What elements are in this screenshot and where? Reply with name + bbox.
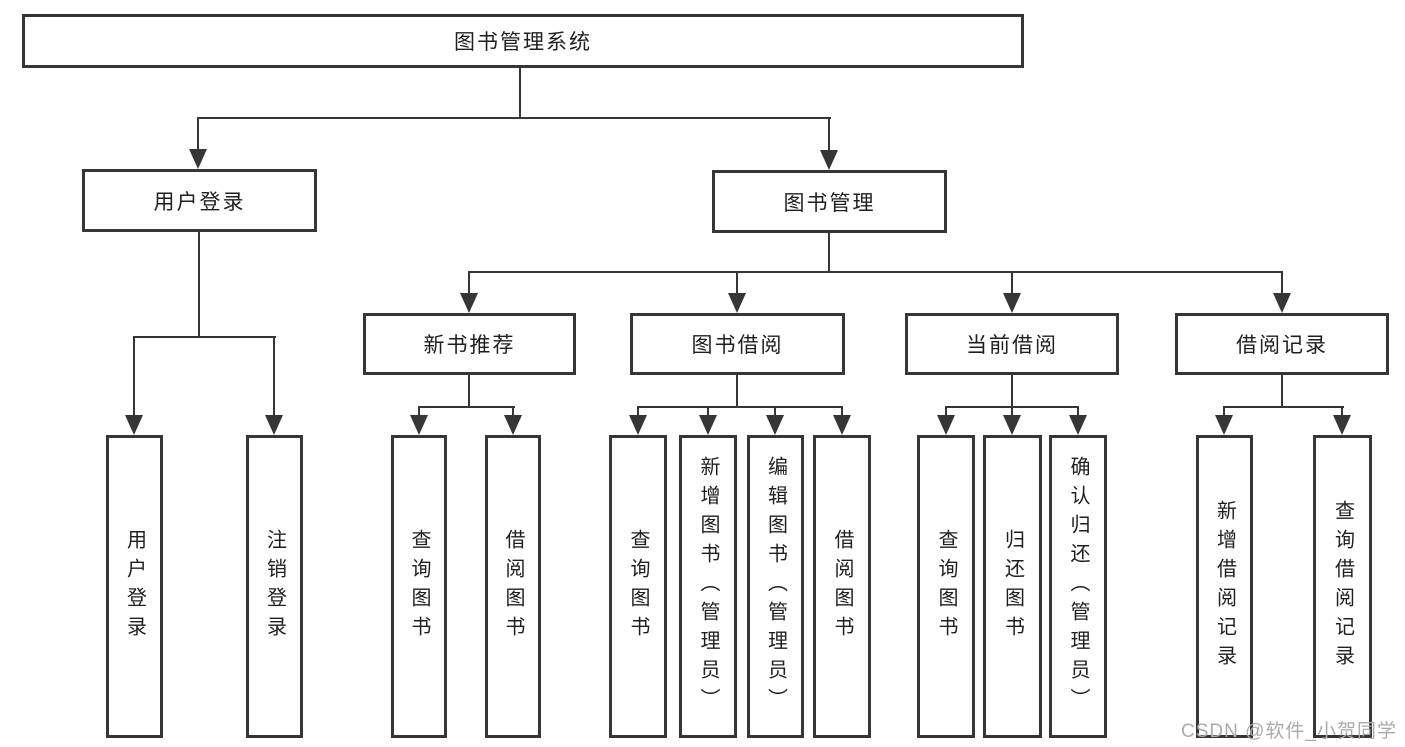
connector-line [736, 271, 738, 295]
leaf-br-add-record-label: 新增借阅记录 [1213, 499, 1236, 674]
connector-line [1077, 406, 1079, 417]
connector-line [468, 375, 470, 407]
node-borrow-record: 借阅记录 [1175, 313, 1389, 375]
connector-line [133, 336, 135, 417]
connector-line [273, 336, 275, 417]
leaf-nb-borrow-book: 借阅图书 [485, 435, 541, 738]
leaf-cb-confirm-return-admin: 确认归还（管理员） [1049, 435, 1107, 738]
leaf-bb-add-book-admin-label: 新增图书（管理员） [697, 456, 719, 717]
connector-line [1281, 375, 1283, 407]
leaf-cb-query-book: 查询图书 [917, 435, 975, 738]
leaf-nb-query-book-label: 查询图书 [408, 528, 430, 645]
arrowhead-down-icon [820, 150, 838, 170]
leaf-bb-add-book-admin: 新增图书（管理员） [679, 435, 737, 738]
connector-line [468, 271, 470, 295]
leaf-bb-query-book: 查询图书 [609, 435, 667, 738]
arrowhead-down-icon [699, 415, 717, 435]
connector-line [512, 406, 514, 417]
arrowhead-down-icon [1003, 293, 1021, 313]
arrowhead-down-icon [937, 415, 955, 435]
connector-line [828, 117, 830, 152]
leaf-bb-edit-book-admin: 编辑图书（管理员） [747, 435, 804, 738]
arrowhead-down-icon [410, 415, 428, 435]
connector-line [418, 406, 515, 408]
leaf-logout: 注销登录 [246, 435, 303, 738]
connector-line [774, 406, 776, 417]
leaf-bb-borrow-book: 借阅图书 [813, 435, 871, 738]
node-root-label: 图书管理系统 [454, 31, 592, 54]
node-book-borrow-label: 图书借阅 [691, 334, 784, 357]
node-book-management: 图书管理 [712, 170, 947, 233]
arrowhead-down-icon [766, 415, 784, 435]
connector-line [468, 271, 1283, 273]
arrowhead-down-icon [460, 293, 478, 313]
leaf-bb-edit-book-admin-label: 编辑图书（管理员） [764, 456, 787, 717]
node-borrow-record-label: 借阅记录 [1236, 334, 1328, 357]
arrowhead-down-icon [265, 415, 283, 435]
node-book-borrow: 图书借阅 [630, 313, 845, 375]
connector-line [1011, 271, 1013, 295]
node-new-book-recommend: 新书推荐 [363, 313, 576, 375]
leaf-bb-query-book-label: 查询图书 [627, 528, 649, 645]
leaf-nb-query-book: 查询图书 [391, 435, 447, 738]
leaf-logout-label: 注销登录 [263, 528, 286, 645]
arrowhead-down-icon [1215, 415, 1233, 435]
connector-line [841, 406, 843, 417]
leaf-cb-return-book: 归还图书 [983, 435, 1042, 738]
connector-line [519, 68, 521, 119]
leaf-bb-borrow-book-label: 借阅图书 [831, 528, 853, 645]
connector-line [637, 406, 843, 408]
leaf-cb-query-book-label: 查询图书 [935, 528, 957, 645]
connector-line [1341, 406, 1343, 417]
connector-line [1011, 406, 1013, 417]
arrowhead-down-icon [504, 415, 522, 435]
arrowhead-down-icon [833, 415, 851, 435]
node-root: 图书管理系统 [22, 14, 1024, 68]
watermark: CSDN @软件_小贺同学 [1181, 721, 1397, 742]
arrowhead-down-icon [629, 415, 647, 435]
leaf-br-add-record: 新增借阅记录 [1196, 435, 1253, 738]
connector-line [197, 117, 199, 151]
connector-line [133, 336, 276, 338]
connector-line [1011, 375, 1013, 407]
leaf-br-query-record-label: 查询借阅记录 [1331, 499, 1354, 674]
connector-line [637, 406, 639, 417]
node-user-login: 用户登录 [82, 169, 317, 232]
arrowhead-down-icon [1069, 415, 1087, 435]
connector-line [198, 232, 200, 338]
node-book-management-label: 图书管理 [783, 191, 876, 215]
leaf-cb-confirm-return-admin-label: 确认归还（管理员） [1067, 456, 1089, 717]
connector-line [736, 375, 738, 407]
leaf-cb-return-book-label: 归还图书 [1001, 528, 1024, 645]
arrowhead-down-icon [189, 149, 207, 169]
arrowhead-down-icon [1003, 415, 1021, 435]
connector-line [828, 233, 830, 272]
connector-line [1223, 406, 1225, 417]
node-current-borrow-label: 当前借阅 [966, 334, 1058, 357]
connector-line [1281, 271, 1283, 295]
connector-line [418, 406, 420, 417]
connector-line [1223, 406, 1344, 408]
connector-line [197, 117, 831, 119]
connector-line [945, 406, 947, 417]
node-new-book-recommend-label: 新书推荐 [423, 334, 516, 357]
leaf-nb-borrow-book-label: 借阅图书 [502, 528, 524, 645]
arrowhead-down-icon [728, 293, 746, 313]
arrowhead-down-icon [125, 415, 143, 435]
node-current-borrow: 当前借阅 [905, 313, 1119, 375]
leaf-br-query-record: 查询借阅记录 [1313, 435, 1372, 738]
arrowhead-down-icon [1273, 293, 1291, 313]
leaf-user-login: 用户登录 [106, 435, 163, 738]
leaf-user-login-label: 用户登录 [123, 528, 146, 645]
node-user-login-label: 用户登录 [153, 190, 246, 214]
arrowhead-down-icon [1333, 415, 1351, 435]
connector-line [707, 406, 709, 417]
